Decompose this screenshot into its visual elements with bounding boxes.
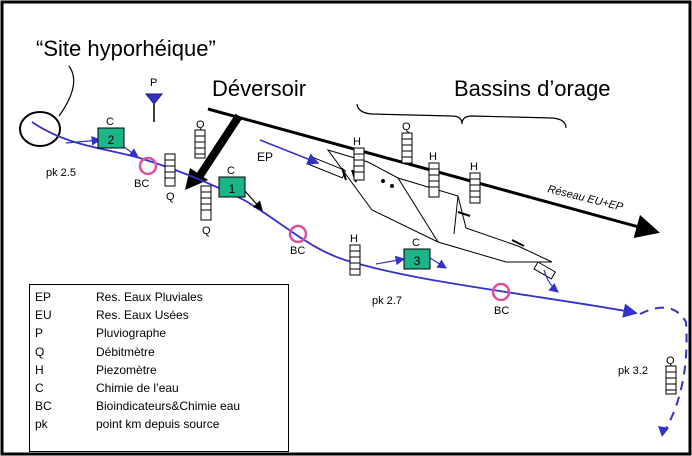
- p-label: P: [150, 77, 157, 89]
- chem-box-3: [403, 248, 431, 270]
- legend-row: EU Res. Eaux Usées: [35, 306, 288, 324]
- h-label-1: H: [353, 136, 361, 148]
- site-pointer-line: [58, 65, 75, 117]
- q-label-4: Q: [402, 121, 411, 133]
- q-label-2: Q: [166, 191, 175, 203]
- legend-code: BC: [35, 399, 52, 414]
- legend-row: EP Res. Eaux Pluviales: [35, 288, 288, 306]
- legend-code: EU: [35, 308, 52, 323]
- reseau-label: Réseau EU+EP: [546, 183, 625, 214]
- legend-desc: Res. Eaux Usées: [96, 308, 189, 323]
- chem-box-2-number: 2: [108, 133, 115, 147]
- bc-circle-3: [491, 282, 511, 302]
- legend-row: P Pluviographe: [35, 324, 288, 342]
- piezometer-1: [353, 147, 365, 181]
- chem-box-1: [218, 176, 246, 198]
- pk-label-2: pk 2.7: [372, 295, 402, 307]
- flow-arrow-3: [243, 189, 263, 211]
- legend-row: pk point km depuis source: [35, 415, 288, 433]
- pk-label-3: pk 3.2: [618, 365, 648, 377]
- h-label-2: H: [429, 151, 437, 163]
- legend-code: Q: [35, 344, 45, 359]
- basin-divider-1: [397, 177, 439, 243]
- legend-desc: Pluviographe: [96, 326, 167, 341]
- legend-row: Q Débitmètre: [35, 343, 288, 361]
- basin-dot-1: [381, 179, 385, 183]
- valve-mark-4: [511, 239, 525, 247]
- h-label-3: H: [470, 161, 478, 173]
- q-label-1: Q: [196, 119, 205, 131]
- bc-label-1: BC: [134, 178, 149, 190]
- flow-arrow-4: [375, 255, 406, 266]
- bassins-label: Bassins d’orage: [454, 76, 611, 101]
- chem-box-1-number: 1: [229, 182, 236, 196]
- c-label-2: C: [106, 116, 114, 128]
- flow-gauge-3: [200, 185, 212, 221]
- c-label-3: C: [412, 237, 420, 249]
- flow-arrow-5: [429, 257, 448, 269]
- site-title: “Site hyporhéique”: [36, 36, 216, 61]
- deversoir-label: Déversoir: [212, 76, 306, 101]
- h-label-4: H: [350, 233, 358, 245]
- piezometer-3: [469, 172, 481, 204]
- hyporheic-site-circle: [19, 111, 61, 147]
- chem-box-2: [97, 127, 125, 149]
- legend-desc: Chimie de l’eau: [96, 380, 179, 395]
- bassins-brace: [356, 103, 567, 129]
- flow-arrow-6: [543, 269, 559, 293]
- legend-desc: point km depuis source: [96, 417, 220, 432]
- bc-label-2: BC: [290, 245, 305, 257]
- legend-code: C: [35, 380, 44, 395]
- pk-label-1: pk 2.5: [46, 167, 76, 179]
- basin-inlet-pipe: [308, 156, 347, 179]
- deversoir-arrow-shaft: [193, 113, 243, 183]
- basin-divider-2: [453, 195, 459, 235]
- bc-label-3: BC: [494, 305, 509, 317]
- q-label-5: Q: [666, 355, 675, 367]
- q-label-3: Q: [202, 225, 211, 237]
- flow-arrow-2: [123, 146, 139, 158]
- flow-gauge-4: [401, 132, 413, 164]
- c-label-1: C: [227, 165, 235, 177]
- basin-dot-2: [390, 184, 394, 188]
- legend-desc: Piezomètre: [96, 362, 157, 377]
- bc-circle-2: [288, 224, 308, 244]
- legend-row: BC Bioindicateurs&Chimie eau: [35, 397, 288, 415]
- legend-desc: Débitmètre: [96, 344, 155, 359]
- legend-code: P: [35, 326, 44, 341]
- river-continuation: [639, 306, 688, 433]
- ep-inlet-label: EP: [257, 150, 273, 164]
- flow-arrow-1: [65, 135, 102, 146]
- pluviograph-icon: [144, 93, 164, 105]
- bc-circle-1: [138, 156, 158, 176]
- legend-code: EP: [35, 290, 52, 304]
- storm-basin-outline: [326, 149, 553, 263]
- chem-box-3-number: 3: [414, 254, 421, 268]
- flow-gauge-1: [194, 129, 206, 159]
- piezometer-4: [349, 244, 361, 276]
- legend-row: C Chimie de l’eau: [35, 379, 288, 397]
- legend-code: pk: [35, 417, 48, 432]
- ep-inlet-arrow: [259, 139, 320, 165]
- piezometer-2: [428, 162, 440, 198]
- legend-row: H Piezomètre: [35, 361, 288, 379]
- legend-desc: Bioindicateurs&Chimie eau: [96, 399, 241, 414]
- flow-gauge-2: [164, 153, 176, 187]
- valve-mark-3: [457, 211, 471, 217]
- flow-gauge-5: [665, 365, 677, 395]
- legend-code: H: [35, 362, 44, 377]
- river-end-arrow: [658, 426, 669, 437]
- legend-desc: Res. Eaux Pluviales: [96, 290, 203, 304]
- valve-mark-1: [341, 167, 347, 181]
